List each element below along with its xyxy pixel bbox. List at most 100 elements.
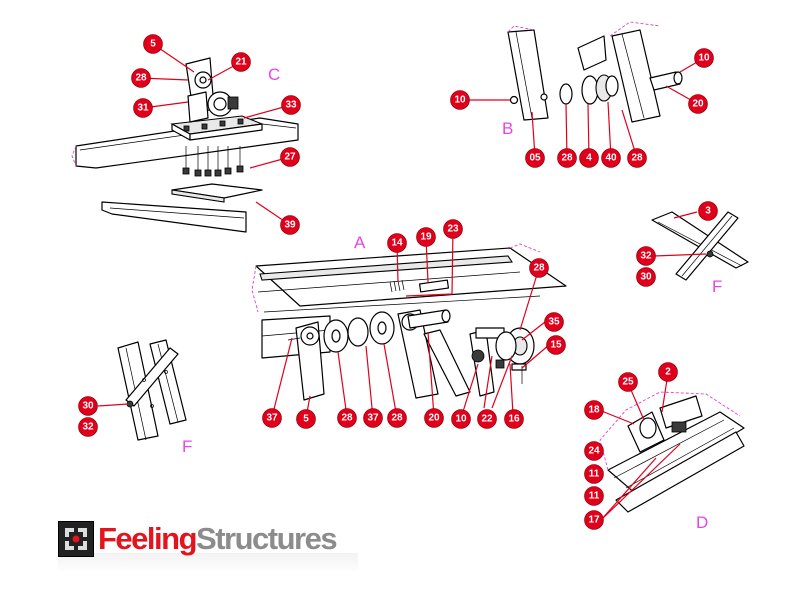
callout-39-c: 39 <box>280 215 300 235</box>
svg-text:23: 23 <box>447 224 459 235</box>
callout-10-b-left: 10 <box>450 90 470 110</box>
svg-text:5: 5 <box>303 414 309 425</box>
callout-20-a: 20 <box>424 408 444 428</box>
logo-reflection <box>58 553 358 573</box>
callout-5-a: 5 <box>296 409 316 429</box>
svg-text:28: 28 <box>561 153 573 164</box>
callout-20-b: 20 <box>688 94 708 114</box>
callout-4-b: 4 <box>579 148 599 168</box>
svg-text:30: 30 <box>640 272 652 283</box>
callout-21-c: 21 <box>231 52 251 72</box>
logo-text: FeelingStructures <box>98 519 338 559</box>
svg-text:24: 24 <box>588 446 600 457</box>
svg-text:32: 32 <box>82 422 94 433</box>
view-label-a: A <box>354 233 366 252</box>
callout-27-c: 27 <box>280 147 300 167</box>
svg-text:27: 27 <box>284 152 296 163</box>
svg-text:10: 10 <box>698 53 710 64</box>
svg-text:19: 19 <box>420 232 432 243</box>
view-a-drawing <box>251 243 567 401</box>
view-label-b: B <box>502 119 513 138</box>
view-label-f-right: F <box>712 277 722 296</box>
svg-text:11: 11 <box>589 491 600 502</box>
logo-text-structures: Structures <box>196 521 338 556</box>
svg-text:10: 10 <box>454 95 466 106</box>
svg-text:35: 35 <box>548 317 560 328</box>
callout-28-c: 28 <box>131 68 151 88</box>
svg-text:2: 2 <box>665 367 671 378</box>
callout-14-a: 14 <box>387 233 407 253</box>
svg-text:31: 31 <box>137 103 149 114</box>
callout-28-a-right: 28 <box>387 408 407 428</box>
svg-text:20: 20 <box>692 99 704 110</box>
callout-28-a-left: 28 <box>337 408 357 428</box>
svg-text:28: 28 <box>631 153 643 164</box>
svg-text:32: 32 <box>640 251 652 262</box>
callout-2-d: 2 <box>658 362 678 382</box>
svg-text:21: 21 <box>235 57 247 68</box>
callout-37-a-left: 37 <box>262 408 282 428</box>
callout-32-f-left: 32 <box>78 417 98 437</box>
view-c-drawing <box>71 57 299 233</box>
svg-text:25: 25 <box>622 377 634 388</box>
svg-text:22: 22 <box>481 414 493 425</box>
svg-text:39: 39 <box>284 220 296 231</box>
callout-5-c: 5 <box>143 34 163 54</box>
callout-30-f: 30 <box>636 267 656 287</box>
svg-text:11: 11 <box>589 469 600 480</box>
callout-23-a: 23 <box>443 219 463 239</box>
callout-10-a: 10 <box>451 409 471 429</box>
view-label-f-left: F <box>182 437 192 456</box>
svg-text:28: 28 <box>391 413 403 424</box>
callout-28-b-left: 28 <box>557 148 577 168</box>
svg-text:28: 28 <box>533 263 545 274</box>
svg-text:28: 28 <box>341 413 353 424</box>
svg-text:15: 15 <box>550 340 562 351</box>
view-label-d: D <box>696 513 708 532</box>
callout-05-b: 05 <box>525 148 545 168</box>
callout-22-a: 22 <box>477 409 497 429</box>
svg-text:33: 33 <box>285 100 297 111</box>
view-f-left-drawing <box>117 339 187 441</box>
svg-text:28: 28 <box>135 73 147 84</box>
callout-3-f: 3 <box>698 201 718 221</box>
callout-17-d: 17 <box>584 510 604 530</box>
callout-30-f-left: 30 <box>78 396 98 416</box>
callout-25-d: 25 <box>618 372 638 392</box>
view-f-right-drawing <box>651 211 749 281</box>
callout-28-a-top: 28 <box>529 258 549 278</box>
callout-37-a-right: 37 <box>363 408 383 428</box>
svg-text:20: 20 <box>428 413 440 424</box>
callout-35-a: 35 <box>544 312 564 332</box>
brand-logo: FeelingStructures <box>58 519 338 559</box>
svg-text:10: 10 <box>455 414 467 425</box>
svg-text:30: 30 <box>82 401 94 412</box>
callout-11-d-upper: 11 <box>584 464 604 484</box>
svg-text:37: 37 <box>367 413 379 424</box>
callout-32-f: 32 <box>636 246 656 266</box>
callout-16-a: 16 <box>504 409 524 429</box>
svg-text:18: 18 <box>588 405 600 416</box>
callout-18-d: 18 <box>584 400 604 420</box>
callout-10-b-right: 10 <box>694 48 714 68</box>
callout-19-a: 19 <box>416 227 436 247</box>
callout-15-a: 15 <box>546 335 566 355</box>
callout-24-d: 24 <box>584 441 604 461</box>
svg-text:37: 37 <box>266 413 278 424</box>
callout-11-d-lower: 11 <box>584 486 604 506</box>
logo-text-feeling: Feeling <box>98 521 198 556</box>
callout-33-c: 33 <box>281 95 301 115</box>
svg-text:3: 3 <box>705 206 711 217</box>
logo-mark-icon <box>58 521 94 557</box>
svg-text:17: 17 <box>588 515 600 526</box>
view-label-c: C <box>268 65 280 84</box>
view-b-drawing <box>507 21 683 123</box>
svg-text:14: 14 <box>391 238 403 249</box>
svg-text:40: 40 <box>605 153 617 164</box>
callout-40-b: 40 <box>601 148 621 168</box>
svg-text:5: 5 <box>150 39 156 50</box>
svg-text:4: 4 <box>586 153 592 164</box>
svg-text:05: 05 <box>529 153 541 164</box>
callout-28-b-right: 28 <box>627 148 647 168</box>
